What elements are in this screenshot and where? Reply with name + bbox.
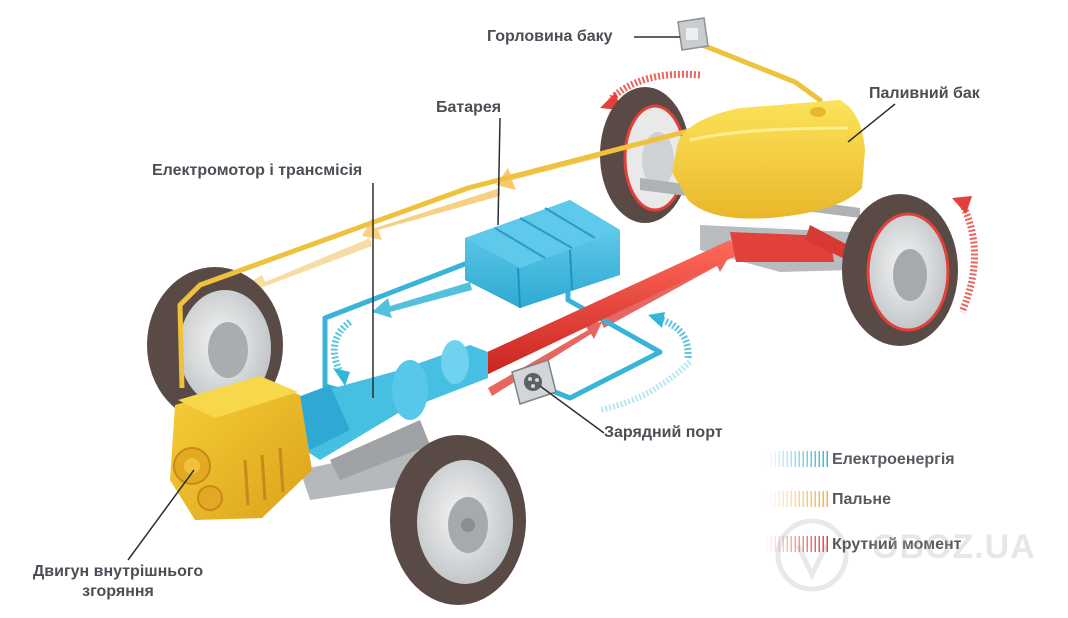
legend-swatches bbox=[766, 451, 828, 552]
motor-transmission bbox=[290, 340, 488, 460]
label-filler-neck: Горловина баку bbox=[487, 28, 613, 45]
electric-flow-arrow bbox=[599, 359, 693, 413]
legend-label-fuel: Пальне bbox=[832, 491, 891, 508]
front-right-wheel bbox=[390, 435, 526, 605]
electric-flow-arrow bbox=[660, 316, 692, 359]
filler-cap bbox=[677, 17, 709, 51]
label-fuel-tank: Паливний бак bbox=[869, 85, 980, 102]
watermark-logo-icon bbox=[775, 518, 849, 592]
battery-pack bbox=[465, 200, 620, 309]
label-engine: Двигун внутрішнього згоряння bbox=[22, 562, 214, 602]
torque-flow-arrow bbox=[952, 196, 972, 214]
combustion-engine bbox=[170, 376, 312, 520]
electric-flow-arrow bbox=[330, 319, 353, 374]
legend-label-torque: Крутний момент bbox=[832, 536, 962, 553]
rear-right-wheel bbox=[842, 194, 958, 346]
electric-flow-arrows bbox=[330, 282, 693, 413]
torque-flow-arrow bbox=[607, 70, 701, 103]
label-engine-line2: згоряння bbox=[82, 583, 154, 600]
label-charging-port: Зарядний порт bbox=[604, 424, 723, 441]
charging-port bbox=[511, 359, 557, 405]
electric-flow-arrow bbox=[333, 368, 350, 386]
label-engine-line1: Двигун внутрішнього bbox=[32, 563, 204, 580]
label-battery: Батарея bbox=[436, 99, 502, 116]
fuel-flow-arrow bbox=[362, 188, 500, 240]
electric-flow-arrow bbox=[648, 312, 665, 328]
label-motor-transmission: Електромотор і трансмісія bbox=[152, 162, 363, 179]
leader-lines bbox=[127, 36, 896, 561]
fuel-tank bbox=[672, 100, 865, 219]
legend-label-electric: Електроенергія bbox=[832, 451, 955, 468]
electric-flow-arrow bbox=[372, 282, 472, 318]
fuel-flow-arrow bbox=[240, 238, 372, 296]
torque-flow-arrow bbox=[956, 198, 978, 314]
watermark: OBOZ.UA bbox=[872, 528, 1036, 566]
